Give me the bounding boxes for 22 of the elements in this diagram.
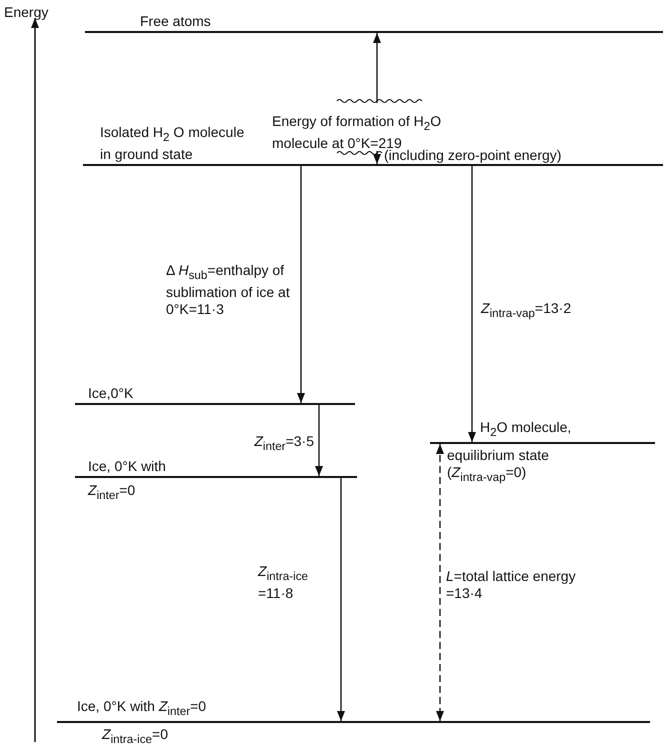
edge-label: Z$_{inter}$=3·5 <box>253 433 314 455</box>
edge-label: Z$_{intra-ice}$ =11·8 <box>258 563 310 602</box>
energy-level <box>57 701 650 744</box>
level-label: Ice, 0°K with <box>88 458 166 475</box>
arrow <box>337 478 345 721</box>
level-label: Isolated H$_{2}$ O molecule in ground state <box>100 124 246 163</box>
arrow <box>468 166 476 442</box>
axis-label: Energy <box>4 4 48 21</box>
edge-label: Δ H$_{sub}$=enthalpy of sublimation of ice at 0°K=11·3 <box>166 262 291 318</box>
level-label: Free atoms <box>140 13 211 30</box>
edge-label: Z$_{intra-vap}$=13·2 <box>481 300 572 322</box>
level-label: Z$_{intra-ice}$=0 <box>102 726 168 745</box>
level-label: H$_{2}$O molecule, <box>480 419 572 441</box>
edge-label: L=total lattice energy =13·4 <box>446 568 577 602</box>
arrow <box>315 405 323 476</box>
level-label: Ice, 0°K with Z$_{inter}$=0 <box>77 698 206 720</box>
energy-level <box>430 421 655 483</box>
level-label: Z$_{inter}$=0 <box>88 482 136 504</box>
arrow <box>297 166 305 403</box>
dashed-arrow <box>436 444 444 721</box>
level-label: Ice,0°K <box>88 385 134 402</box>
level-label: equilibrium state (Z$_{intra-vap}$=0) <box>447 447 550 486</box>
